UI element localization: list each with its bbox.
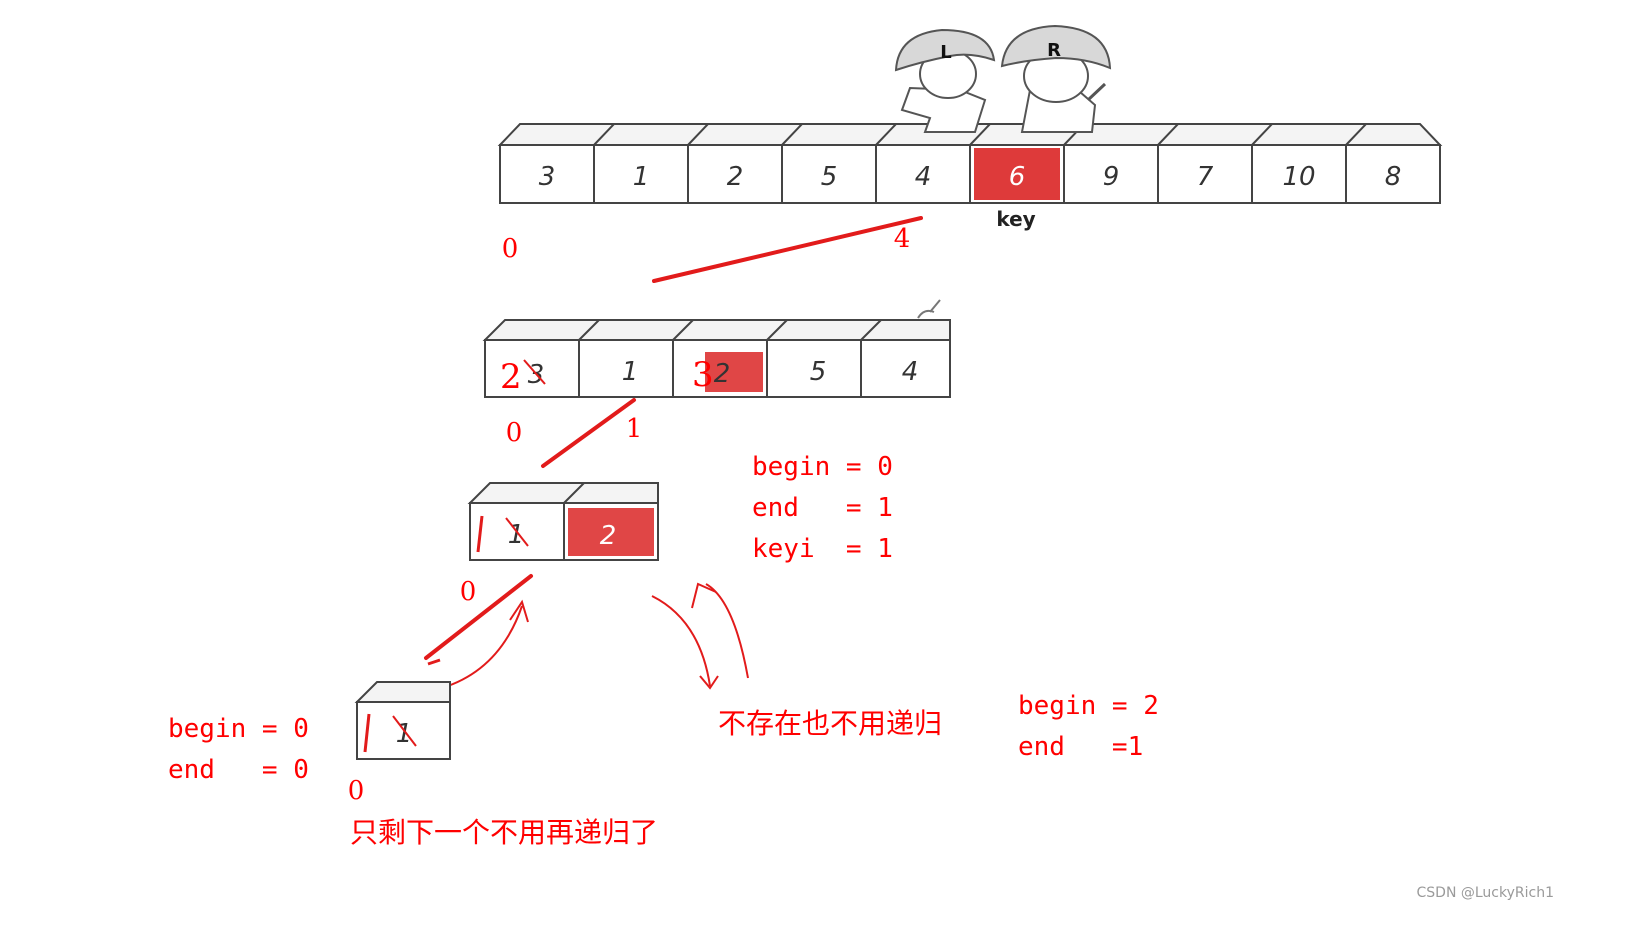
pointer-left: L [894, 28, 996, 133]
level2-info-begin: begin = 0 [752, 452, 893, 482]
right-branch-info-begin: begin = 2 [1018, 691, 1159, 721]
call-arrow-right-head [699, 675, 719, 690]
level4-cell-0-strike [392, 715, 417, 747]
level2-cell-0-new: 2 [500, 357, 522, 397]
level3-key-highlight [568, 508, 654, 556]
top-array: 3 1 2 5 4 6 9 7 10 8 key [497, 123, 1443, 231]
top-array-dividers [593, 123, 1367, 203]
connector-top-to-level2 [652, 216, 923, 283]
connector-level2-to-level3 [541, 398, 636, 468]
level2-cell-4: 4 [902, 357, 919, 387]
key-cell-highlight [974, 148, 1060, 200]
top-cell-1: 1 [633, 162, 650, 192]
top-cell-3: 5 [821, 162, 838, 192]
level2-key-highlight [705, 352, 763, 392]
level4-info: begin = 0 end = 0 [168, 714, 309, 785]
level3-cell-0-strike [505, 517, 529, 547]
top-index-right: 4 [894, 224, 911, 254]
connector-tick [427, 658, 441, 666]
level3-cell-1: 2 [600, 521, 617, 551]
right-branch-info: begin = 2 end =1 [1018, 691, 1159, 762]
level2-array: 3 2 1 2 3 5 4 [482, 299, 951, 398]
level4-array: 1 [354, 681, 451, 760]
level2-cell-3: 5 [810, 357, 827, 387]
level2-index-right: 1 [626, 414, 643, 444]
level4-index: 0 [348, 776, 365, 806]
level2-cell-1: 1 [622, 357, 639, 387]
level2-info-end: end = 1 [752, 493, 893, 523]
level3-array: 1 2 [467, 482, 659, 561]
level3-index-left: 0 [460, 577, 477, 607]
top-cell-2: 2 [727, 162, 744, 192]
level2-info-keyi: keyi = 1 [752, 534, 893, 564]
return-arrow-right [705, 583, 749, 679]
level4-note: 只剩下一个不用再递归了 [350, 816, 658, 849]
key-label: key [996, 207, 1035, 231]
pointer-left-label: L [940, 42, 951, 63]
level2-index-left: 0 [506, 418, 523, 448]
watermark: CSDN @LuckyRich1 [1417, 885, 1554, 901]
level3-cell-0-mark [476, 515, 484, 553]
top-cell-7: 7 [1197, 162, 1214, 192]
level2-cell-0-strike [523, 359, 546, 385]
return-arrow-right-head [691, 582, 717, 609]
level2-info: begin = 0 end = 1 keyi = 1 [752, 452, 893, 564]
top-cell-4: 4 [915, 162, 932, 192]
top-index-left: 0 [502, 234, 519, 264]
level3-cell-0: 1 [508, 520, 525, 550]
top-cell-0: 3 [539, 162, 556, 192]
level4-cell-0-mark [363, 713, 371, 753]
pointer-right: R [1000, 24, 1112, 133]
connector-level3-to-level4 [424, 574, 533, 660]
top-cell-6: 9 [1103, 162, 1120, 192]
right-branch-note: 不存在也不用递归 [718, 707, 942, 740]
top-cell-9: 8 [1385, 162, 1402, 192]
top-cell-5: 6 [1009, 162, 1026, 192]
level4-info-begin: begin = 0 [168, 714, 309, 744]
top-cell-8: 10 [1282, 162, 1315, 192]
level2-cell-2-new: 3 [692, 355, 714, 395]
call-arrow-right [651, 595, 711, 687]
level2-cell-2-old: 2 [714, 359, 731, 389]
pointer-right-label: R [1047, 40, 1061, 61]
right-branch-info-end: end =1 [1018, 732, 1143, 762]
return-arrow-left [441, 605, 523, 689]
return-arrow-left-head [509, 599, 529, 623]
level4-info-end: end = 0 [168, 755, 309, 785]
